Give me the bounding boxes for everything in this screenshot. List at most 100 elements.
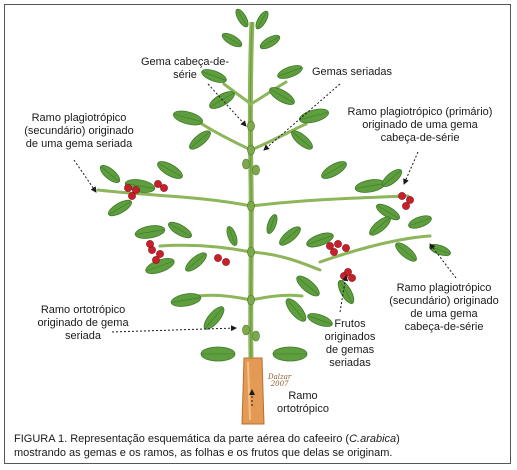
leaf-vein-7 (269, 88, 295, 104)
leaf-vein-33 (204, 307, 224, 329)
leaf-16 (99, 164, 121, 184)
leaf-17 (381, 168, 403, 188)
leaf-22 (279, 226, 301, 246)
fruit-14 (348, 274, 356, 282)
fruit-3 (154, 180, 162, 188)
leaf-vein-39 (268, 214, 276, 234)
leaf-25 (408, 215, 432, 229)
fruit-16 (398, 192, 406, 200)
branch-1 (249, 194, 410, 208)
leaf-vein-11 (291, 131, 313, 149)
leader-plagio-prim (403, 151, 419, 185)
branches-group (96, 80, 432, 302)
branch-8 (249, 80, 288, 106)
leaf-vein-3 (260, 36, 280, 48)
bud-7 (242, 324, 250, 336)
leaf-vein-8 (173, 113, 203, 123)
caption-species: C.arabica (349, 433, 397, 445)
leaf-27 (429, 243, 451, 257)
fruit-11 (342, 244, 350, 252)
leader-orto-gema (111, 325, 237, 333)
signature-name: Dalzar (268, 373, 292, 381)
leaf-vein-20 (135, 229, 165, 235)
artist-signature: Dalzar 2007 (268, 374, 291, 388)
fruit-19 (214, 254, 222, 262)
branch-6 (249, 122, 308, 152)
leaf-vein-29 (185, 253, 207, 271)
leader-plagio-sec-right (429, 243, 457, 279)
fruit-20 (222, 258, 230, 266)
fruit-4 (160, 184, 168, 192)
fruit-2 (128, 192, 136, 200)
branch-7 (222, 82, 253, 106)
label-gemas-seriadas: Gemas seriadas (311, 66, 393, 78)
bud-6 (247, 294, 255, 306)
leaf-20 (134, 225, 166, 239)
leaf-vein-38 (228, 226, 236, 246)
leader-lines (73, 83, 457, 406)
bud-5 (247, 246, 255, 258)
label-ramo-ortotropico: Ramo ortotrópico (277, 390, 329, 415)
leaf-11 (291, 130, 313, 150)
fruit-17 (406, 196, 414, 204)
leaf-4 (201, 69, 227, 83)
leaf-vein-28 (145, 260, 175, 272)
branch-3 (249, 250, 322, 272)
leaf-1 (255, 10, 269, 30)
label-ramo-plagiotropico-primario: Ramo plagiotrópico (primário) originado … (347, 106, 493, 144)
leaf-vein-31 (339, 280, 353, 304)
buds-group (242, 120, 260, 342)
leaf-vein-25 (408, 217, 432, 227)
leaf-vein-32 (171, 297, 201, 303)
leaf-10 (189, 130, 211, 150)
branch-10 (249, 293, 304, 302)
leaf-0 (235, 8, 249, 28)
leaf-26 (395, 242, 417, 262)
leaf-35 (307, 313, 333, 327)
leaf-vein-35 (307, 315, 333, 325)
leaf-vein-26 (395, 243, 417, 261)
leaf-32 (170, 293, 202, 307)
leaf-39 (266, 214, 278, 234)
leaf-vein-22 (279, 227, 301, 245)
label-ramo-ortotropico-gema-seriada: Ramo ortotrópico originado de gema seria… (37, 304, 129, 342)
fruit-15 (344, 268, 352, 276)
leaf-vein-34 (286, 299, 306, 321)
fruit-18 (402, 202, 410, 210)
leaf-24 (369, 216, 391, 236)
leaf-2 (221, 32, 243, 48)
caption-prefix: FIGURA 1. Representação esquemática da p… (14, 433, 350, 445)
leaf-vein-19 (376, 205, 400, 219)
leaf-vein-2 (222, 34, 242, 46)
leaf-15 (354, 179, 386, 193)
leaf-8 (173, 110, 203, 126)
fruit-1 (132, 186, 140, 194)
figure-frame (4, 4, 511, 464)
leaf-38 (226, 226, 238, 246)
leaf-vein-24 (369, 217, 391, 235)
label-ramo-plagiotropico-secundario-right: Ramo plagiotrópico (secundário) originad… (389, 282, 499, 333)
leaf-5 (277, 65, 303, 79)
leaf-vein-1 (256, 11, 268, 29)
bud-4 (247, 200, 255, 212)
main-stem (247, 21, 255, 359)
leaf-3 (259, 34, 281, 50)
leaf-vein-14 (125, 183, 155, 189)
bud-2 (242, 158, 250, 170)
leaf-28 (145, 257, 175, 275)
leaf-vein-13 (321, 162, 347, 178)
leaf-31 (337, 280, 355, 304)
leaves-group (99, 8, 451, 362)
leaf-29 (185, 252, 207, 272)
trunk-base (241, 357, 265, 425)
leaf-19 (376, 203, 400, 221)
bud-1 (247, 144, 255, 156)
leaf-30 (296, 275, 320, 297)
leaf-vein-9 (299, 111, 329, 121)
leaf-vein-23 (306, 234, 334, 246)
fruits-group (124, 180, 414, 282)
signature-year: 2007 (270, 380, 289, 388)
branch-0 (96, 188, 253, 208)
leaf-vein-0 (236, 9, 248, 27)
